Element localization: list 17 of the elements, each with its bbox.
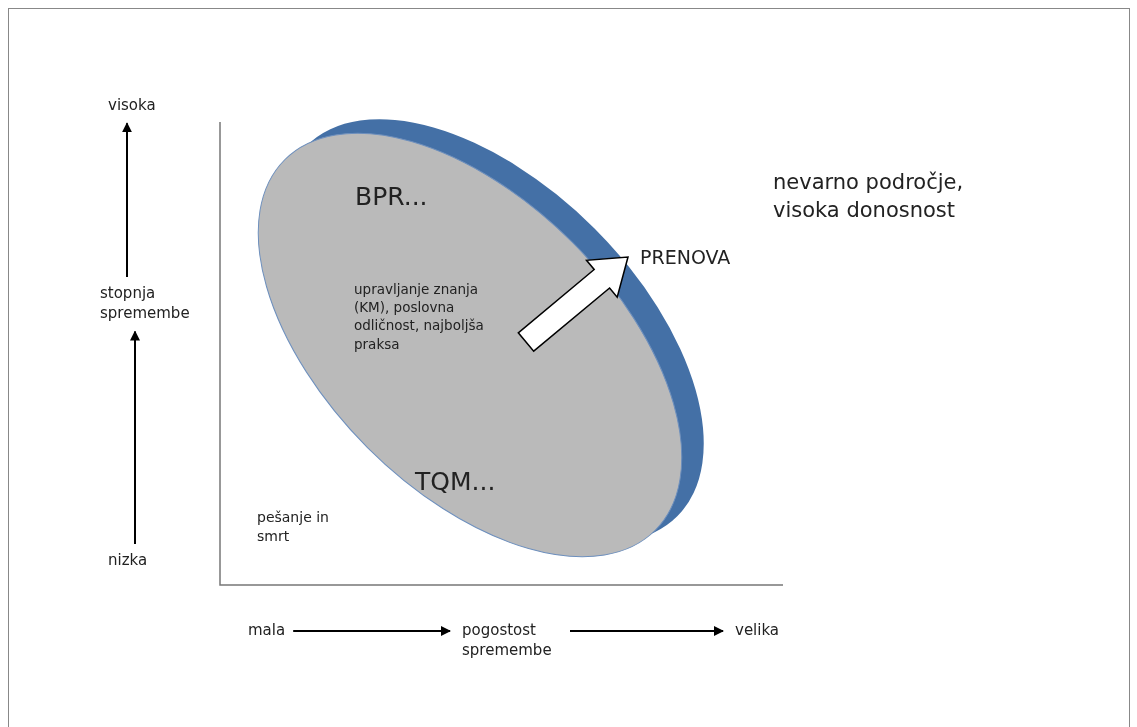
arrow xyxy=(292,626,451,636)
axis-label: mala xyxy=(248,620,286,641)
goal-label: PRENOVA xyxy=(640,245,731,271)
zone-note: nevarno področje, visoka donosnost xyxy=(773,169,965,225)
arrow xyxy=(122,122,132,278)
arrow xyxy=(130,330,140,545)
axis-label: visoka xyxy=(108,95,156,116)
axis-title: pogostost spremembe xyxy=(462,620,562,661)
zone-note: pešanje in smrt xyxy=(257,508,330,546)
axis-label: nizka xyxy=(108,550,148,571)
method-label: BPR... xyxy=(355,180,428,214)
axis-title: stopnja spremembe xyxy=(100,283,210,324)
axis-label: velika xyxy=(735,620,780,641)
arrow xyxy=(569,626,724,636)
method-list-text: upravljanje znanja (KM), poslovna odličnost, najboljša praksa xyxy=(354,280,504,353)
block-arrow xyxy=(517,256,629,353)
method-label: TQM... xyxy=(415,465,496,499)
